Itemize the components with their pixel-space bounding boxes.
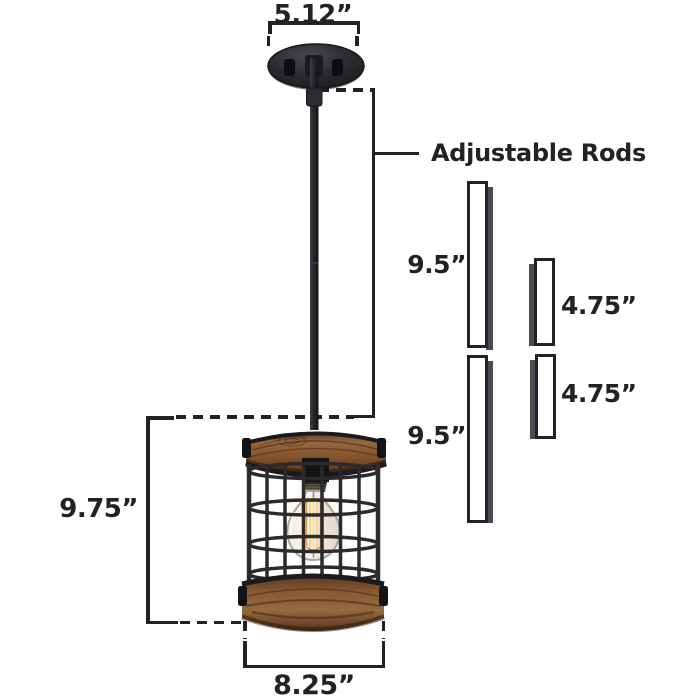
rod-piece-3	[467, 355, 488, 523]
rod-length-label-1: 9.5”	[407, 250, 466, 279]
canopy-keyhole-left	[284, 59, 295, 76]
rod-piece-2-shadow	[529, 264, 536, 346]
canopy-width-bracket-top	[268, 21, 360, 25]
band-clip-bottom-left	[238, 586, 247, 606]
fixture-width-label: 8.25”	[273, 670, 355, 700]
light-bulb	[283, 484, 344, 562]
rod-length-label-3: 9.5”	[407, 421, 466, 450]
rod-piece-3-shadow	[486, 361, 493, 523]
wire-cage	[246, 461, 381, 584]
fixture-bottom-extension-line	[180, 620, 244, 624]
rod-piece-1	[467, 181, 488, 348]
rod-callout-dash	[319, 88, 373, 92]
fixture-height-label: 9.75”	[59, 494, 138, 524]
fixture-height-bracket	[146, 416, 150, 624]
rod-length-label-2: 4.75”	[561, 291, 637, 320]
fixture-width-bracket-bottom	[243, 664, 385, 668]
canopy-width-extension-left	[266, 36, 270, 49]
band-clip-left	[242, 438, 251, 458]
band-clip-bottom-right	[379, 586, 388, 606]
rod-piece-2	[534, 258, 555, 346]
rod-piece-1-shadow	[486, 187, 493, 350]
fixture-top-extension-line	[176, 415, 354, 419]
canopy-width-extension-right	[355, 36, 359, 49]
canopy-width-bracket-right-tick	[356, 21, 360, 34]
canopy-keyhole-right	[332, 59, 343, 76]
band-clip-right	[377, 438, 386, 458]
hanging-rod	[306, 58, 323, 430]
rod-callout-corner	[352, 414, 375, 418]
adjustable-rods-label: Adjustable Rods	[431, 139, 646, 167]
canopy-width-label: 5.12”	[273, 0, 353, 30]
fixture-width-bracket-left-tick	[243, 641, 247, 668]
fixture-height-bracket-top	[146, 416, 174, 420]
rod-length-label-4: 4.75”	[561, 379, 637, 408]
canopy-width-bracket-left-tick	[268, 21, 272, 34]
rod-callout-vertical	[371, 88, 375, 418]
fixture-width-extension-left	[243, 621, 247, 639]
bottom-wood-band	[238, 573, 388, 632]
rod-piece-4	[535, 354, 556, 439]
rod-piece-4-shadow	[530, 360, 537, 439]
fixture-width-bracket-right-tick	[381, 641, 385, 668]
fixture-height-bracket-bottom	[146, 620, 178, 624]
fixture-width-extension-right	[381, 621, 385, 639]
rod-callout-pointer	[375, 151, 419, 155]
